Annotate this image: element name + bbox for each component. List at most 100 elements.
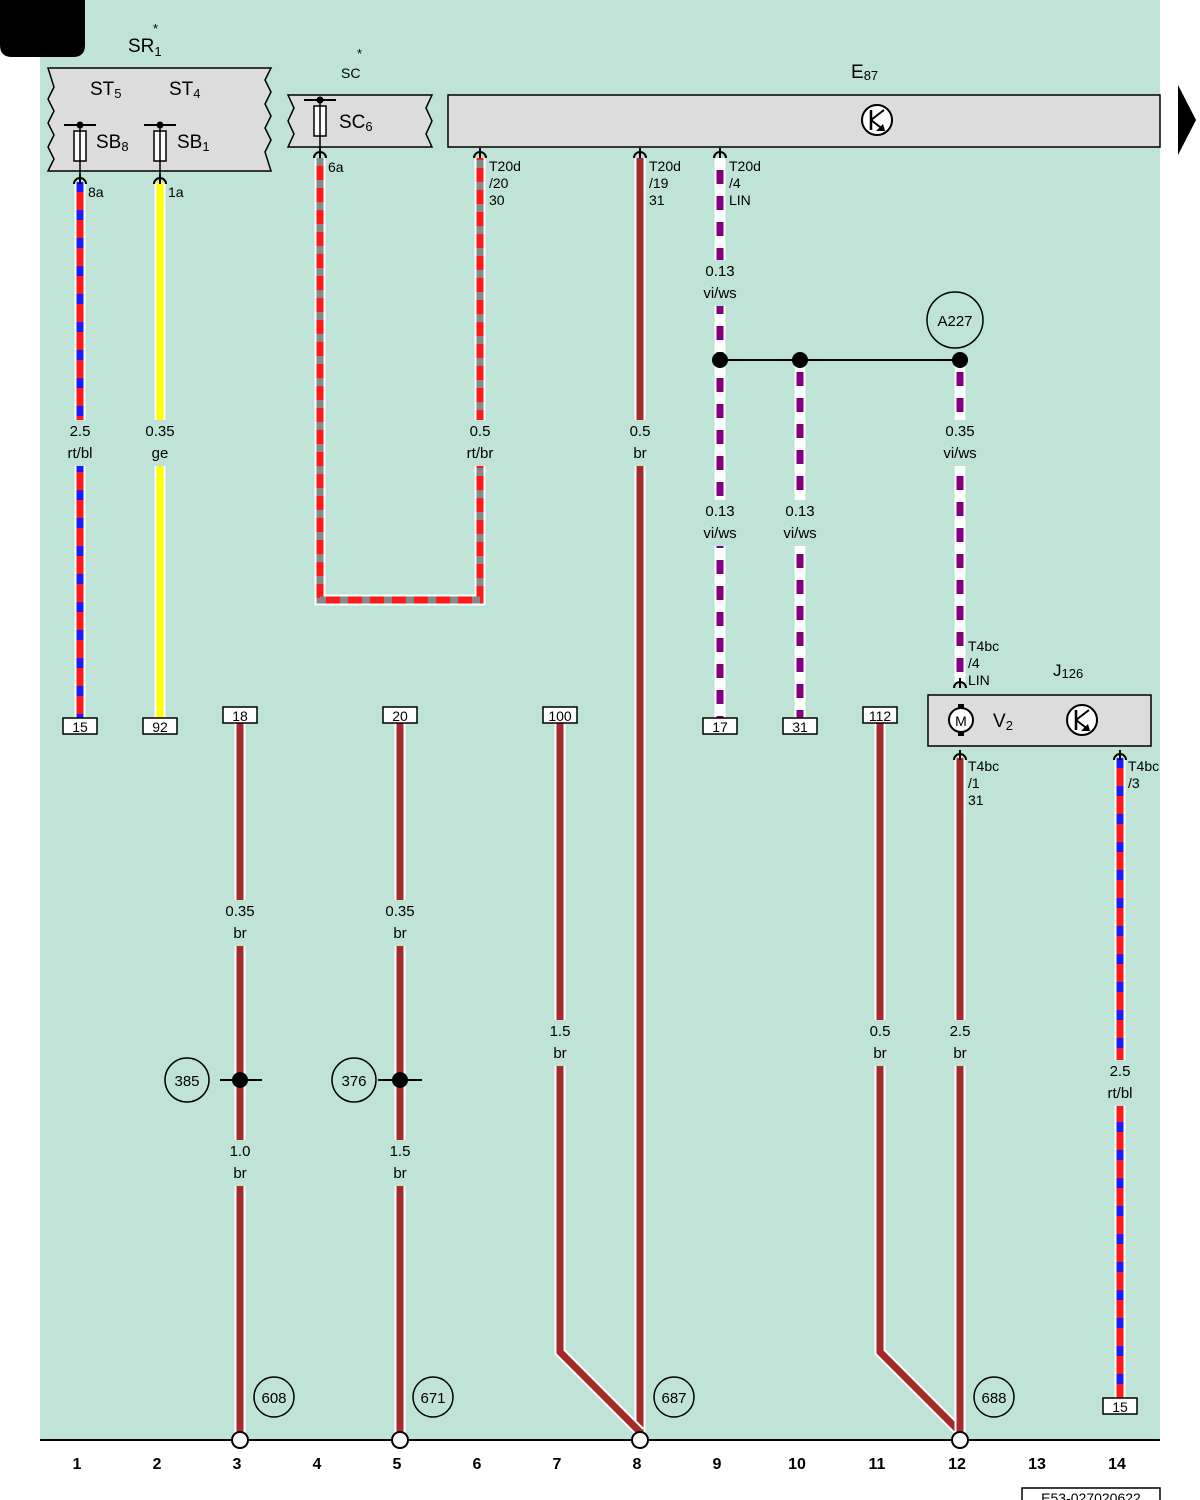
wire-stripe xyxy=(316,158,484,604)
splice-dot xyxy=(712,352,728,368)
svg-text:15: 15 xyxy=(1112,1399,1128,1415)
transistor-icon xyxy=(1066,704,1098,736)
wire-color-code: br xyxy=(233,925,246,942)
motor-icon: M xyxy=(948,704,974,736)
ground-terminal xyxy=(231,1431,249,1449)
wire-gauge: 0.35 xyxy=(225,903,254,920)
wire-color-code: br xyxy=(393,925,406,942)
grid-number: 2 xyxy=(153,1456,162,1473)
wire-label: 1.5br xyxy=(532,1020,588,1066)
reference-box: 92 xyxy=(142,717,178,735)
wire-color-code: vi/ws xyxy=(943,445,976,462)
e87-control-unit: E87 xyxy=(447,62,1161,148)
page-tab xyxy=(0,0,85,57)
connector-pin xyxy=(153,174,167,185)
st4-label: ST4 xyxy=(169,79,201,101)
ground-terminal xyxy=(951,1431,969,1449)
wire-label: 2.5rt/bl xyxy=(1092,1060,1148,1106)
connector-pin xyxy=(633,148,647,159)
grid-number: 8 xyxy=(633,1456,642,1473)
wire-label: 2.5br xyxy=(932,1020,988,1066)
circle-ref-671: 671 xyxy=(412,1376,454,1418)
connector-pin xyxy=(713,148,727,159)
grid-number: 14 xyxy=(1108,1456,1126,1473)
wire-gauge: 0.5 xyxy=(870,1023,891,1040)
reference-box: 100 xyxy=(542,706,578,724)
wire-gauge: 1.0 xyxy=(230,1143,251,1160)
pin-symbols xyxy=(73,148,1127,761)
wire-label: 1.0br xyxy=(212,1140,268,1186)
wire-label: 0.35 br xyxy=(212,900,268,946)
wire-color-code: rt/bl xyxy=(1107,1085,1132,1102)
svg-text:671: 671 xyxy=(420,1390,445,1407)
connector-pin xyxy=(953,750,967,761)
grid-number: 1 xyxy=(73,1456,82,1473)
svg-text:31: 31 xyxy=(792,719,808,735)
connector-pin xyxy=(1113,750,1127,761)
reference-box: 18 xyxy=(222,706,258,724)
svg-text:92: 92 xyxy=(152,719,168,735)
wire-label: 0.5br xyxy=(612,420,668,466)
svg-text:608: 608 xyxy=(261,1390,286,1407)
pin-6a: 6a xyxy=(328,159,344,175)
wire-gauge: 0.5 xyxy=(630,423,651,440)
wire-sc6-to-t20d20 xyxy=(314,158,486,606)
sb8-label: SB8 xyxy=(96,132,129,154)
wire-gauge: 1.5 xyxy=(390,1143,411,1160)
wire-gauge: 0.13 xyxy=(705,503,734,520)
wire-color-code: vi/ws xyxy=(783,525,816,542)
sc-label: SC xyxy=(341,65,360,81)
reference-box: 20 xyxy=(382,706,418,724)
wire-color-code: br xyxy=(873,1045,886,1062)
grid-number: 11 xyxy=(869,1456,886,1473)
wire-col7-br xyxy=(554,720,644,1436)
wire-color-code: br xyxy=(393,1165,406,1182)
wire-gauge: 0.5 xyxy=(470,423,491,440)
sc-star: * xyxy=(357,46,362,61)
wire-gauge: 2.5 xyxy=(950,1023,971,1040)
wire-labels: 2.5rt/bl0.35ge0.5rt/br0.5br0.13vi/ws0.13… xyxy=(52,260,1148,1186)
transistor-icon xyxy=(861,104,893,136)
pin-8a: 8a xyxy=(88,184,104,200)
svg-text:20: 20 xyxy=(392,708,408,724)
svg-text:688: 688 xyxy=(981,1390,1006,1407)
wire-label: 1.5 br xyxy=(372,1140,428,1186)
connector-pin xyxy=(953,678,967,689)
wire-gauge: 0.35 xyxy=(385,903,414,920)
reference-box: 15 xyxy=(62,717,98,735)
sb8-fuse: SB8 xyxy=(64,121,129,178)
wire-gauge: 0.13 xyxy=(705,263,734,280)
wire-label: 0.35 br xyxy=(372,900,428,946)
reference-box: 112 xyxy=(862,706,898,724)
wire-label: 2.5 rt/bl xyxy=(52,420,108,466)
circle-ref-385: 385 xyxy=(164,1057,210,1103)
document-code: E53-027020622 xyxy=(1021,1487,1161,1500)
wire-label: 0.5 br xyxy=(852,1020,908,1066)
grid-number: 12 xyxy=(948,1456,966,1473)
splice-dot xyxy=(792,352,808,368)
next-page-arrow xyxy=(1178,85,1196,155)
wire-gauge: 2.5 xyxy=(70,423,91,440)
sr1-label: SR1 xyxy=(128,36,162,59)
svg-text:112: 112 xyxy=(869,708,892,724)
wire-gauge: 0.35 xyxy=(945,423,974,440)
grid-number: 4 xyxy=(313,1456,322,1473)
wire-color-code: rt/bl xyxy=(67,445,92,462)
reference-box: 15 xyxy=(1102,1397,1138,1415)
connector-pin xyxy=(313,148,327,159)
sc-fuse-holder: SC * SC6 xyxy=(286,46,434,155)
wire-gauge: 1.5 xyxy=(550,1023,571,1040)
wire-col11-br xyxy=(874,720,964,1436)
connector-pin xyxy=(473,148,487,159)
svg-text:A227: A227 xyxy=(937,313,972,330)
svg-text:100: 100 xyxy=(548,708,572,724)
